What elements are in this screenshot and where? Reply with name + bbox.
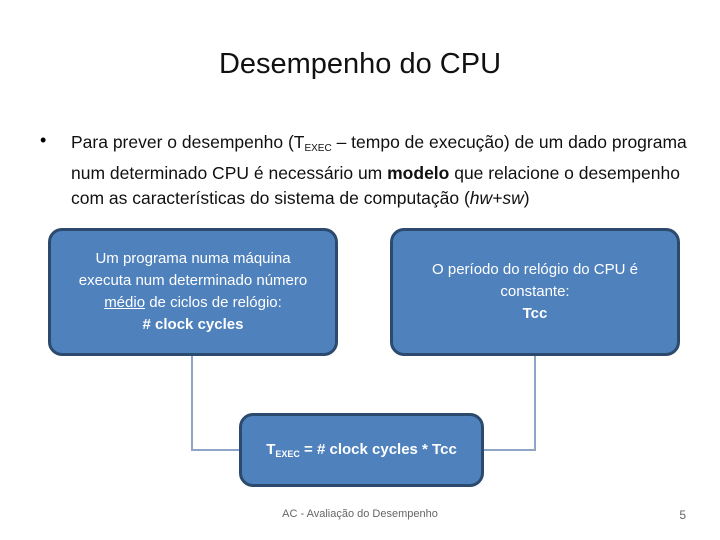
formula-box: TEXEC = # clock cycles * Tcc: [239, 413, 484, 487]
clock-period-box: O período do relógio do CPU é constante:…: [390, 228, 680, 356]
box-right-line1: O período do relógio do CPU é: [432, 261, 638, 278]
slide-footer: AC - Avaliação do Desempenho: [282, 508, 438, 520]
box-left-line1: Um programa numa máquina: [95, 250, 291, 267]
box-left-underlined: médio: [104, 294, 146, 311]
box-left-line2: executa num determinado número: [78, 272, 308, 289]
page-number: 5: [679, 508, 686, 522]
box-left-line3-rest: de ciclos de relógio:: [145, 294, 282, 311]
slide-title: Desempenho do CPU: [218, 48, 502, 80]
box-right-line2: constante:: [500, 283, 570, 300]
box-right-line3: Tcc: [522, 305, 548, 322]
formula-text: TEXEC = # clock cycles * Tcc: [266, 441, 457, 459]
box-left-line3: médio de ciclos de relógio:: [104, 292, 282, 314]
bullet-part3: que relacione o desempenho com as caract…: [71, 163, 680, 208]
bullet-marker: •: [40, 130, 47, 150]
bullet-subscript: EXEC: [304, 143, 332, 154]
bullet-italic-term: hw+sw: [469, 188, 524, 208]
bullet-text: Para prever o desempenho (TEXEC – tempo …: [71, 130, 691, 211]
formula-subscript: EXEC: [275, 449, 300, 459]
box-left-line4: # clock cycles: [142, 316, 244, 333]
formula-prefix: T: [266, 441, 276, 458]
clock-cycles-box: Um programa numa máquina executa num det…: [48, 228, 338, 356]
bullet-part2: – tempo de execução) de um dado programa…: [71, 132, 687, 183]
bullet-part4: ): [523, 188, 530, 208]
bullet-bold-term: modelo: [387, 163, 450, 183]
connector-right: [484, 356, 536, 451]
formula-rest: = # clock cycles * Tcc: [299, 441, 457, 458]
bullet-part1: Para prever o desempenho (T: [71, 132, 305, 152]
connector-left: [191, 356, 239, 451]
